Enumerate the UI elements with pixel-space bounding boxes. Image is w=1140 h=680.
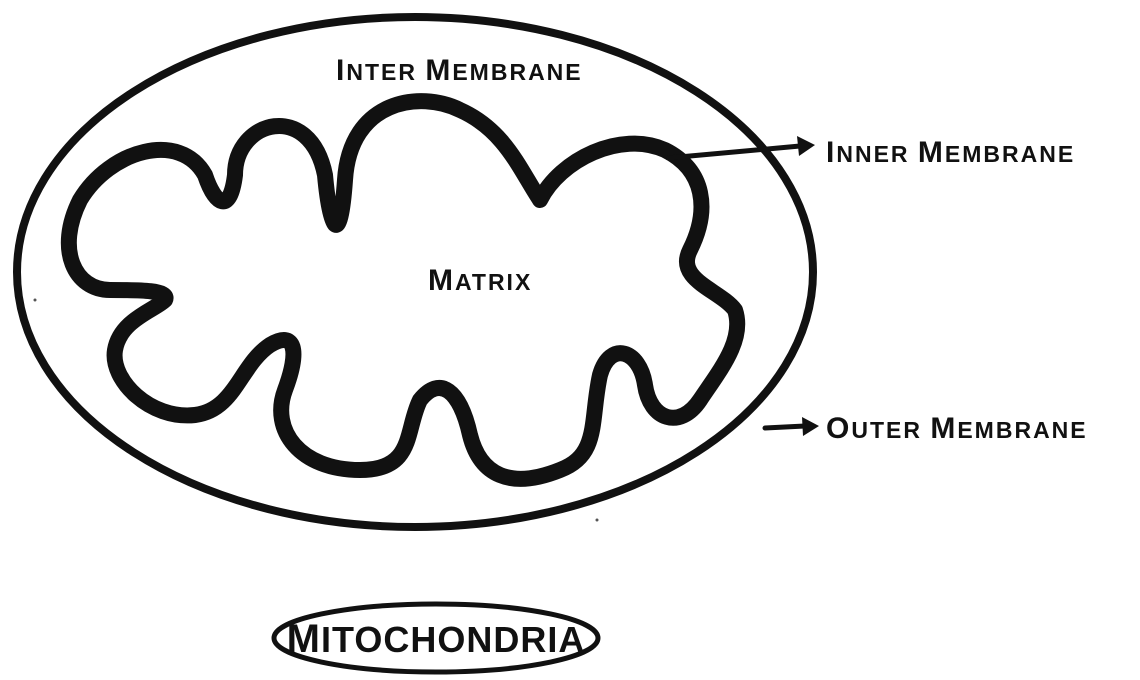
inner-membrane-label: INNER MEMBRANE [826,136,1075,169]
title-label: MITOCHONDRIA [287,617,586,661]
matrix-label: MATRIX [428,264,532,297]
inner-membrane-shape [69,101,737,479]
inner-membrane-arrow [668,136,815,158]
title-badge: MITOCHONDRIA [274,604,598,672]
speck [34,299,37,302]
outer-membrane-label: OUTER MEMBRANE [826,412,1088,445]
speck [596,519,599,522]
inter-membrane-label: INTER MEMBRANE [336,54,583,87]
outer-membrane-arrow [765,417,819,436]
